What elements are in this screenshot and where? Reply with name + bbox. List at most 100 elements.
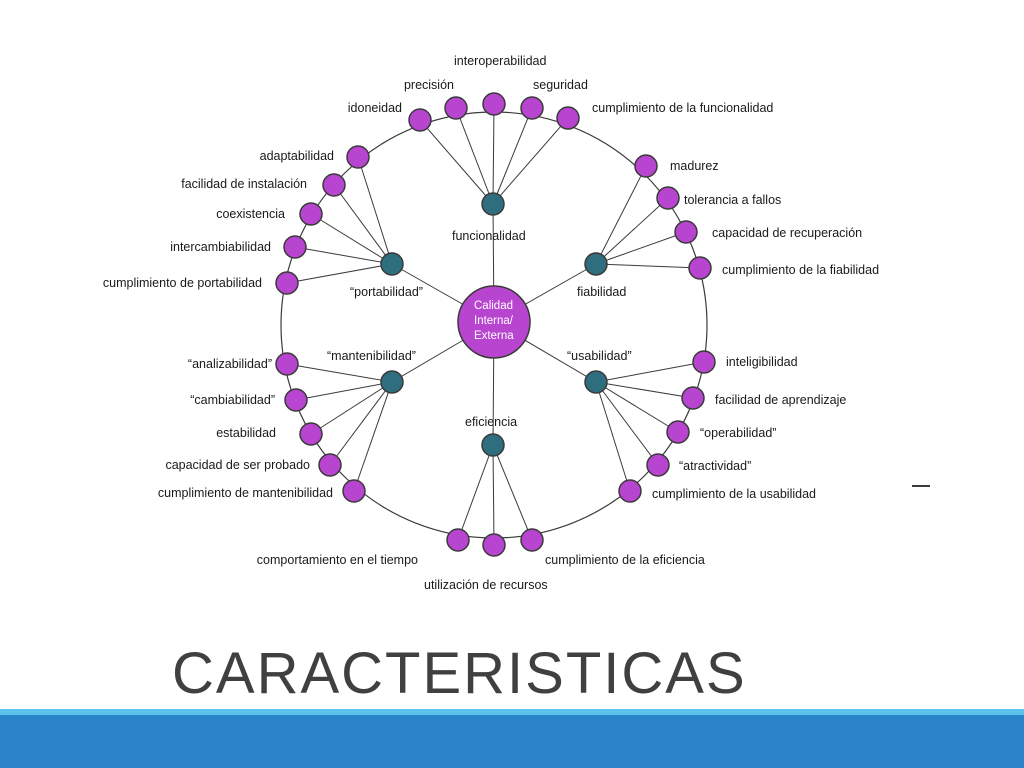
subcharacteristic-label: adaptabilidad: [260, 149, 334, 163]
center-node: Calidad Interna/ Externa: [457, 285, 531, 359]
leaf-edge: [595, 231, 687, 265]
subcharacteristic-node: [275, 352, 299, 376]
leaf-edge: [419, 119, 494, 205]
subcharacteristic-node: [299, 422, 323, 446]
subcharacteristic-node: [318, 453, 342, 477]
leaf-edge: [492, 444, 533, 541]
characteristic-node: [584, 252, 608, 276]
center-label-line-3: Externa: [474, 330, 514, 342]
subcharacteristic-label: cumplimiento de la usabilidad: [652, 487, 816, 501]
characteristic-label: “portabilidad”: [350, 285, 423, 299]
leaf-edge: [492, 103, 495, 205]
characteristic-label: funcionalidad: [452, 229, 526, 243]
subcharacteristic-label: “operabilidad”: [700, 426, 776, 440]
subcharacteristic-node: [520, 96, 544, 120]
characteristic-label: eficiencia: [465, 415, 517, 429]
subcharacteristic-label: facilidad de instalación: [181, 177, 307, 191]
subcharacteristic-node: [520, 528, 544, 552]
leaf-edge: [492, 107, 533, 205]
leaf-edge: [295, 381, 393, 401]
leaf-edge: [457, 444, 494, 541]
subcharacteristic-label: inteligibilidad: [726, 355, 798, 369]
subcharacteristic-node: [692, 350, 716, 374]
subcharacteristic-label: “analizabilidad”: [188, 357, 272, 371]
subcharacteristic-node: [346, 145, 370, 169]
subcharacteristic-label: madurez: [670, 159, 719, 173]
leaf-edge: [329, 381, 393, 466]
subcharacteristic-node: [688, 256, 712, 280]
leaf-edge: [595, 361, 705, 383]
subcharacteristic-node: [299, 202, 323, 226]
footer-bar: [0, 715, 1024, 768]
leaf-edge: [286, 263, 393, 284]
slide-title: CARACTERISTICAS: [172, 641, 747, 706]
subcharacteristic-node: [342, 479, 366, 503]
center-label-line-2: Interna/: [474, 315, 514, 327]
leaf-edge: [595, 263, 701, 269]
leaf-edge: [595, 381, 659, 466]
subcharacteristic-node: [444, 96, 468, 120]
subcharacteristic-label: idoneidad: [348, 101, 402, 115]
leaf-edge: [310, 213, 393, 265]
subcharacteristic-node: [681, 386, 705, 410]
subcharacteristic-label: precisión: [404, 78, 454, 92]
subcharacteristic-node: [322, 173, 346, 197]
leaf-edge: [492, 117, 569, 205]
leaf-edge: [595, 381, 631, 492]
subcharacteristic-label: cumplimiento de portabilidad: [103, 276, 262, 290]
characteristic-label: “mantenibilidad”: [327, 349, 416, 363]
leaf-edge: [455, 107, 494, 205]
subcharacteristic-node: [618, 479, 642, 503]
subcharacteristic-node: [666, 420, 690, 444]
edge-mark: [912, 485, 930, 487]
subcharacteristic-label: “cambiabilidad”: [190, 393, 275, 407]
characteristic-label: “usabilidad”: [567, 349, 632, 363]
subcharacteristic-label: capacidad de ser probado: [165, 458, 310, 472]
subcharacteristic-label: interoperabilidad: [454, 54, 546, 68]
leaf-edge: [595, 381, 679, 433]
subcharacteristic-label: seguridad: [533, 78, 588, 92]
leaf-edge: [310, 381, 393, 435]
footer-accent-line: [0, 709, 1024, 715]
subcharacteristic-label: utilización de recursos: [424, 578, 548, 592]
subcharacteristic-label: “atractividad”: [679, 459, 751, 473]
subcharacteristic-node: [634, 154, 658, 178]
subcharacteristic-node: [408, 108, 432, 132]
subcharacteristic-label: capacidad de recuperación: [712, 226, 862, 240]
center-circle: [457, 285, 531, 359]
subcharacteristic-node: [556, 106, 580, 130]
subcharacteristic-node: [482, 92, 506, 116]
leaf-edge: [492, 444, 495, 546]
leaf-edge: [357, 156, 393, 265]
subcharacteristic-node: [482, 533, 506, 557]
edges-layer: [286, 103, 705, 546]
subcharacteristic-label: cumplimiento de la fiabilidad: [722, 263, 879, 277]
characteristic-label: fiabilidad: [577, 285, 626, 299]
subcharacteristic-node: [275, 271, 299, 295]
leaf-edge: [595, 165, 647, 265]
characteristic-node: [380, 370, 404, 394]
leaf-edge: [333, 184, 393, 265]
characteristic-node: [380, 252, 404, 276]
leaf-edge: [595, 197, 669, 265]
subcharacteristic-node: [646, 453, 670, 477]
subcharacteristic-label: cumplimiento de mantenibilidad: [158, 486, 333, 500]
leaf-edge: [286, 363, 393, 383]
subcharacteristic-label: comportamiento en el tiempo: [257, 553, 418, 567]
subcharacteristic-label: coexistencia: [216, 207, 285, 221]
characteristic-node: [481, 433, 505, 457]
subcharacteristic-label: estabilidad: [216, 426, 276, 440]
subcharacteristic-node: [446, 528, 470, 552]
subcharacteristic-label: intercambiabilidad: [170, 240, 271, 254]
subcharacteristic-node: [283, 235, 307, 259]
subcharacteristic-node: [674, 220, 698, 244]
leaf-edge: [353, 381, 393, 492]
subcharacteristic-label: tolerancia a fallos: [684, 193, 781, 207]
subcharacteristic-node: [656, 186, 680, 210]
subcharacteristic-label: cumplimiento de la eficiencia: [545, 553, 705, 567]
subcharacteristic-node: [284, 388, 308, 412]
leaf-edge: [595, 381, 694, 399]
subcharacteristic-label: facilidad de aprendizaje: [715, 393, 846, 407]
